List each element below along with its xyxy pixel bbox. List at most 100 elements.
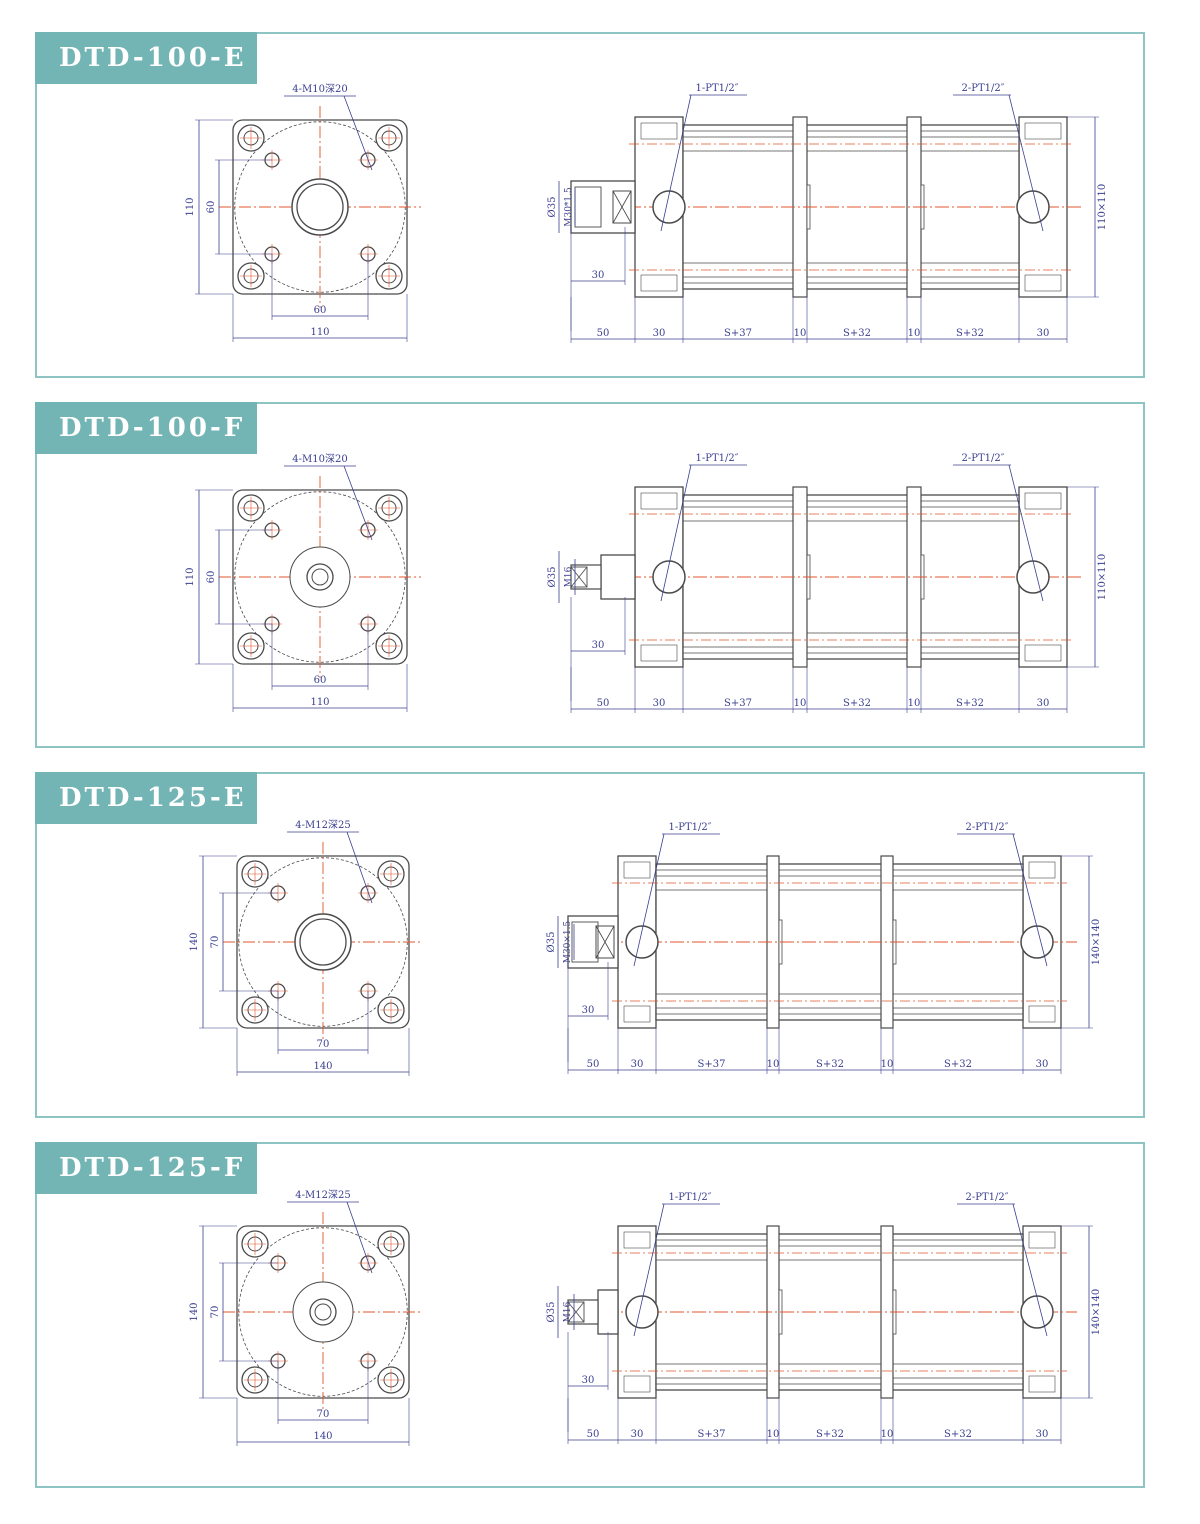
dim-outer-v-label: 110 (185, 197, 196, 216)
dim-outer-v-label: 110 (185, 567, 196, 586)
cap-bolt-recess (1028, 861, 1056, 879)
thread-note: 4-M10深20 (292, 83, 347, 95)
chain-dim-label: S+32 (816, 1429, 844, 1440)
wrench-flat-x (595, 925, 615, 959)
cap-bolt-recess (623, 1375, 651, 1393)
cap-bolt-recess (640, 122, 678, 140)
chain-dim-label: S+37 (724, 698, 752, 709)
rod-dia-label: Ø35 (547, 197, 558, 218)
rod-length-label: 30 (582, 1005, 595, 1016)
leader-line (660, 94, 692, 232)
chain-dim-label: S+37 (698, 1429, 726, 1440)
chain-dim-label: S+32 (843, 698, 871, 709)
port-2 (1020, 925, 1054, 959)
leader-line (633, 1203, 665, 1337)
rod-thread-hole (314, 1303, 332, 1321)
leader-line (633, 833, 665, 967)
cap-bolt-recess (623, 1005, 651, 1023)
cap-bolt-recess (1024, 644, 1062, 662)
rod-dia-label: Ø35 (546, 932, 557, 953)
chain-dim-label: 30 (653, 328, 666, 339)
chain-dim-label: 10 (794, 328, 807, 339)
dim-inner-h-label: 70 (317, 1039, 330, 1050)
port-1 (652, 560, 686, 594)
chain-dim-label: 50 (597, 328, 610, 339)
wrench-flat (612, 190, 632, 224)
chain-dim-label: S+32 (944, 1429, 972, 1440)
port-2 (1020, 1295, 1054, 1329)
piston-rod (600, 554, 636, 600)
chain-dim-label: S+32 (843, 328, 871, 339)
chain-dim-label: 30 (631, 1429, 644, 1440)
chain-dim-label: S+32 (956, 698, 984, 709)
chain-dim-label: 10 (767, 1059, 780, 1070)
chain-dim-label: 10 (794, 698, 807, 709)
dim-inner-v-label: 60 (206, 571, 217, 584)
cap-bolt-recess (640, 274, 678, 292)
section-label: 110×110 (1097, 554, 1108, 601)
chain-dim-label: 10 (908, 328, 921, 339)
section-label: 140×140 (1091, 1289, 1102, 1336)
cap-bolt-recess (1024, 492, 1062, 510)
chain-dim-label: 50 (587, 1059, 600, 1070)
leader-line (343, 95, 373, 171)
leader-line (1012, 833, 1048, 967)
chain-dim-label: 10 (881, 1059, 894, 1070)
model-tag: DTD-100-E (35, 32, 257, 84)
chain-dim-label: S+32 (944, 1059, 972, 1070)
rod-thread-label: M16 (564, 566, 574, 587)
rod-thread-label: M16 (563, 1301, 573, 1322)
dim-outer-v-label: 140 (189, 932, 200, 951)
dim-outer-h-label: 140 (313, 1431, 332, 1442)
wrench-flat (570, 566, 588, 588)
port-2 (1016, 190, 1050, 224)
front-view: 4-M12深25 140 70 70 140 (189, 819, 423, 1076)
port-1-label: 1-PT1/2″ (669, 1192, 712, 1203)
cap-bolt-recess (623, 861, 651, 879)
chain-dim-label: 30 (1036, 1059, 1049, 1070)
dim-inner-v-label: 60 (206, 201, 217, 214)
dim-inner-v-label: 70 (210, 936, 221, 949)
rod-dia-label: Ø35 (547, 567, 558, 588)
cap-bolt-recess (1028, 1231, 1056, 1249)
port-2-label: 2-PT1/2″ (966, 1192, 1009, 1203)
leader-line (346, 831, 373, 904)
model-tag: DTD-100-F (35, 402, 257, 454)
chain-dim-label: 30 (1037, 328, 1050, 339)
dim-outer-h-label: 140 (313, 1061, 332, 1072)
rod-thread (571, 921, 599, 963)
rod-end (567, 1299, 599, 1325)
model-tag: DTD-125-F (35, 1142, 257, 1194)
leader-line (1008, 464, 1044, 602)
rod-dia-label: Ø35 (546, 1302, 557, 1323)
port-2-label: 2-PT1/2″ (966, 822, 1009, 833)
rod-length-label: 30 (582, 1375, 595, 1386)
port-2-label: 2-PT1/2″ (962, 83, 1005, 94)
port-1-label: 1-PT1/2″ (696, 453, 739, 464)
cap-bolt-recess (640, 492, 678, 510)
leader-line (660, 464, 692, 602)
rod-length-label: 30 (592, 270, 605, 281)
rod-thread-hole (311, 568, 329, 586)
leader-line (1012, 1203, 1048, 1337)
wrench-flat (595, 925, 615, 959)
port-2-label: 2-PT1/2″ (962, 453, 1005, 464)
thread-note: 4-M12深25 (295, 819, 350, 831)
chain-dim-label: 10 (908, 698, 921, 709)
chain-dim-label: 30 (1037, 698, 1050, 709)
chain-dim-label: S+37 (698, 1059, 726, 1070)
rod-thread-inner (296, 183, 344, 231)
rod-thread-label: M30×1.5 (563, 920, 573, 963)
leader-line (343, 465, 373, 541)
